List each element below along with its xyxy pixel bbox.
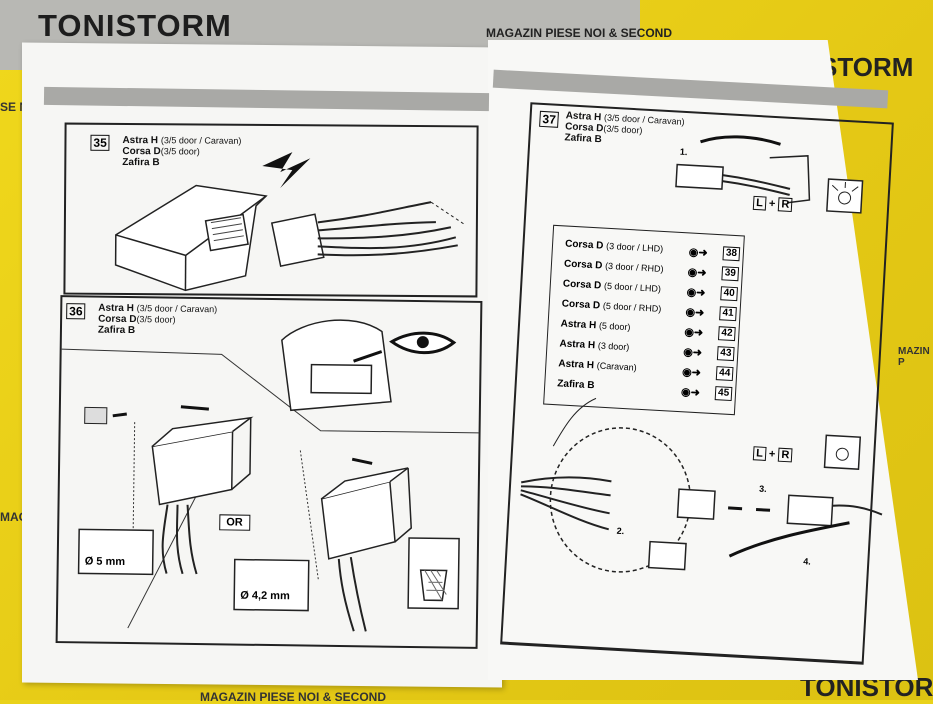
or-label: OR [219, 514, 250, 531]
mounting-illustration [61, 319, 479, 632]
step-label-4: 4. [802, 556, 812, 567]
curved-arrow-icon [700, 135, 781, 146]
reference-table: Corsa D (3 door / LHD)◉➜38 Corsa D (3 do… [543, 224, 745, 416]
lr-label-top: L + R [752, 195, 793, 213]
panel-35: 35 Astra H (3/5 door / Caravan) Corsa D(… [63, 122, 479, 298]
eye-arrow-icon: ◉➜ [688, 246, 708, 260]
table-row: Zafira B ◉➜45 [557, 378, 733, 402]
drill-size-5mm: Ø 5 mm [84, 555, 126, 568]
eye-arrow-icon: ◉➜ [685, 306, 705, 320]
lr-label-bottom: L + R [752, 446, 793, 463]
interior-light-icon [823, 434, 862, 470]
watermark-left-bottom: MAG [0, 510, 28, 524]
table-row: Corsa D (3 door / RHD)◉➜39 [564, 258, 740, 282]
panel-36: 36 Astra H (3/5 door / Caravan) Corsa D(… [55, 295, 483, 649]
drill-size-4-2mm: Ø 4,2 mm [240, 589, 290, 603]
brand-watermark-right: STORM [820, 52, 914, 82]
eye-arrow-icon: ◉➜ [681, 366, 702, 380]
brand-watermark: TONISTORM [38, 8, 232, 43]
disconnect-arrow-icon [262, 152, 311, 189]
connector-illustration [520, 135, 883, 573]
watermark-right-fragment: MAZIN P [898, 346, 930, 368]
table-row: Astra H (3 door)◉➜43 [559, 338, 735, 362]
shop-watermark-top: MAGAZIN PIESE NOI & SECOND [486, 26, 673, 40]
eye-arrow-icon: ◉➜ [682, 346, 703, 360]
step-label-2: 2. [616, 525, 625, 537]
eye-arrow-icon: ◉➜ [687, 266, 707, 280]
arrow-icon [180, 405, 209, 411]
table-row: Corsa D (5 door / RHD)◉➜41 [561, 298, 737, 322]
step-label-1: 1. [679, 146, 688, 158]
eye-arrow-icon: ◉➜ [684, 326, 704, 340]
eye-arrow-icon: ◉➜ [686, 286, 706, 300]
panel-37: 37 Astra H (3/5 door / Caravan) Corsa D(… [500, 102, 894, 665]
table-row: Astra H (5 door)◉➜42 [560, 318, 736, 342]
eye-arrow-icon: ◉➜ [680, 386, 701, 400]
step-label-3: 3. [758, 483, 768, 495]
interior-light-icon [826, 178, 864, 214]
table-row: Corsa D (3 door / LHD)◉➜38 [565, 238, 741, 262]
control-unit-illustration [114, 152, 467, 292]
table-row: Astra H (Caravan)◉➜44 [558, 358, 734, 382]
shop-watermark-bottom: MAGAZIN PIESE NOI & SECOND [200, 690, 387, 704]
table-row: Corsa D (5 door / LHD)◉➜40 [563, 278, 739, 302]
